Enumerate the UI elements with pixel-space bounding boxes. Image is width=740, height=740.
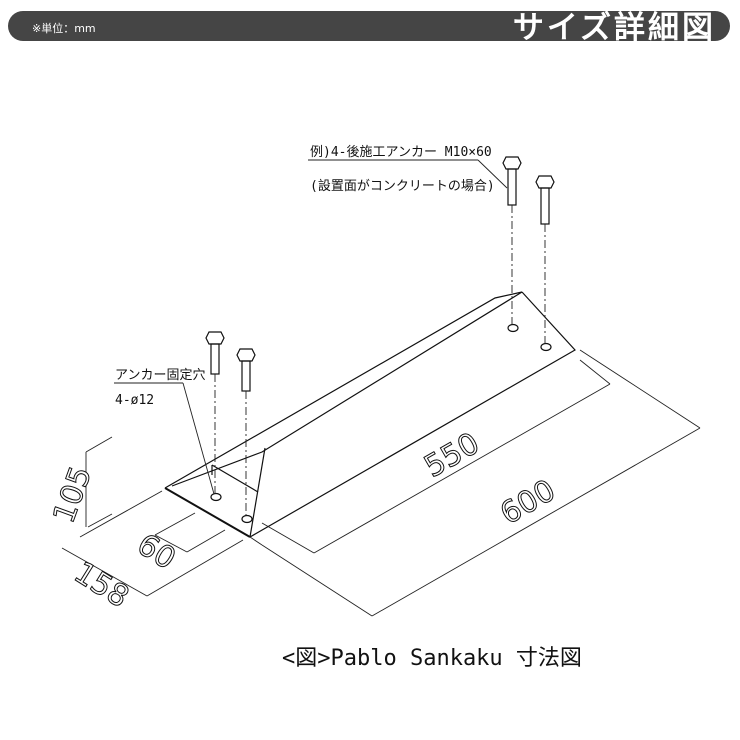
- hole-note-line2: 4-ø12: [115, 393, 154, 408]
- dim-length: 600: [495, 473, 562, 532]
- hole: [507, 323, 519, 333]
- dimension-lines: [61, 349, 701, 617]
- bolt-icon: [502, 156, 522, 325]
- dim-width: 158: [68, 555, 135, 615]
- unit-label: ※単位：mm: [32, 22, 96, 35]
- bolt-icon: [205, 331, 225, 494]
- ramp-outline: [164, 291, 576, 546]
- hole: [241, 514, 253, 524]
- hole: [540, 342, 552, 352]
- hole-note-line1: アンカー固定穴: [115, 368, 205, 383]
- anchor-note-line1: 例)4-後施工アンカー M10×60: [310, 145, 492, 160]
- anchor-bolts: [205, 156, 555, 516]
- anchor-holes: [210, 323, 552, 524]
- dim-height: 105: [47, 462, 99, 528]
- bolt-icon: [535, 175, 555, 344]
- header-bar: ※単位：mm サイズ詳細図: [8, 10, 730, 46]
- hole: [210, 492, 222, 502]
- dim-flange: 60: [131, 527, 182, 577]
- figure-caption: <図>Pablo Sankaku 寸法図: [282, 646, 582, 671]
- anchor-note-line2: (設置面がコンクリートの場合): [310, 178, 495, 194]
- section-title: サイズ詳細図: [512, 10, 716, 46]
- bolt-icon: [236, 348, 256, 516]
